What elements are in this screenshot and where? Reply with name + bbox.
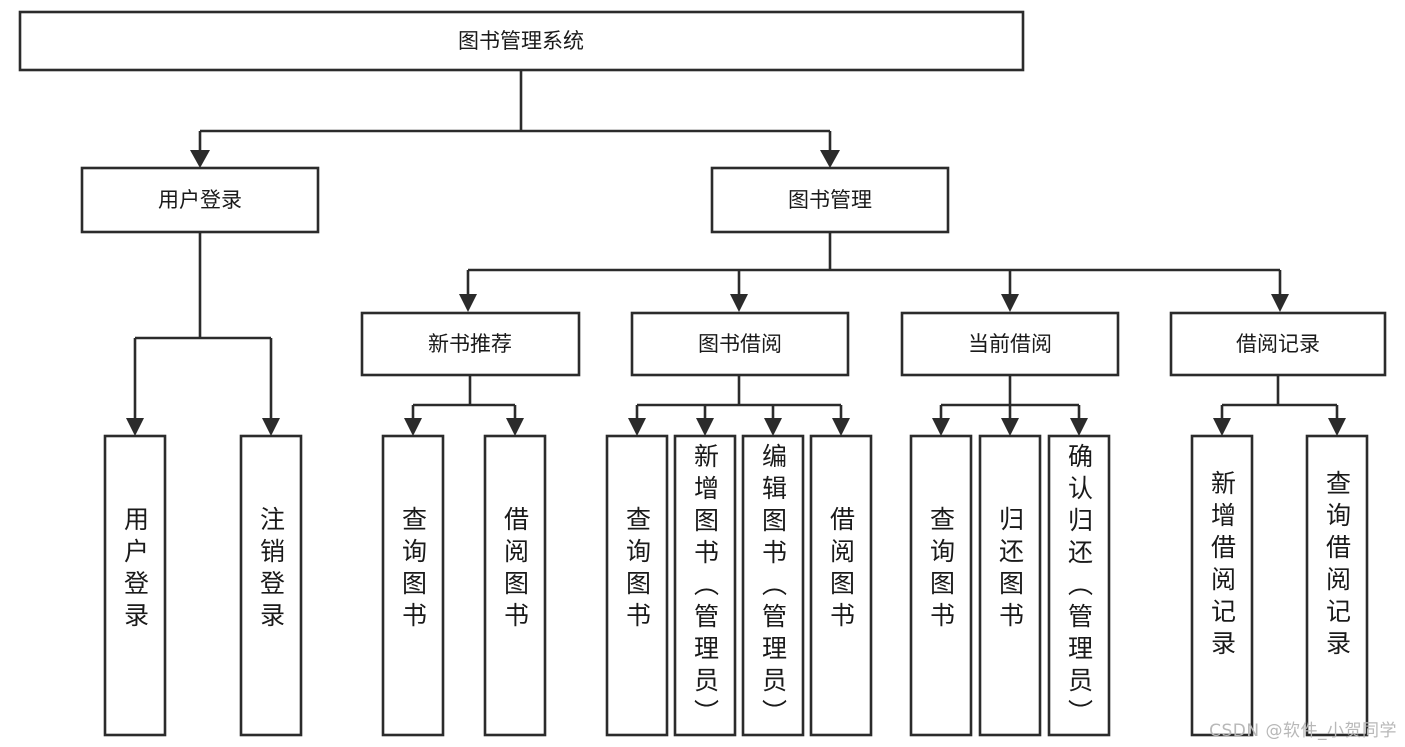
node-current-borrow[interactable]: 当前借阅 bbox=[900, 311, 1120, 377]
node-current-borrow-label: 当前借阅 bbox=[968, 332, 1052, 356]
arrow-book-mgmt-c3 bbox=[1001, 294, 1019, 312]
node-borrow-record-box[interactable] bbox=[1169, 311, 1387, 377]
leaf-box-book-borrow-1[interactable] bbox=[605, 434, 669, 737]
node-book-management-label: 图书管理 bbox=[788, 188, 872, 212]
arrow-book-mgmt-c2 bbox=[730, 294, 748, 312]
leaf-boxes-current-borrow bbox=[909, 434, 1111, 737]
leaf-box-user-login-2[interactable] bbox=[239, 434, 303, 737]
node-new-book-recommend-label: 新书推荐 bbox=[428, 332, 512, 356]
arrow-borrow-record-leaf1 bbox=[1213, 418, 1231, 436]
leaf-box-borrow-record-1[interactable] bbox=[1190, 434, 1254, 737]
node-current-borrow-box[interactable] bbox=[900, 311, 1120, 377]
arrow-book-mgmt-c1 bbox=[459, 294, 477, 312]
leaf-box-current-borrow-3[interactable] bbox=[1047, 434, 1111, 737]
node-root[interactable]: 图书管理系统 bbox=[18, 10, 1025, 72]
node-book-borrow-label: 图书借阅 bbox=[698, 332, 782, 356]
arrow-user-login-leaf1 bbox=[126, 418, 144, 436]
node-root-label: 图书管理系统 bbox=[458, 29, 584, 53]
arrow-book-borrow-leaf4 bbox=[832, 418, 850, 436]
node-user-login[interactable]: 用户登录 bbox=[80, 166, 320, 234]
node-root-box[interactable] bbox=[18, 10, 1025, 72]
arrow-book-borrow-leaf3 bbox=[764, 418, 782, 436]
leaf-box-current-borrow-1[interactable] bbox=[909, 434, 973, 737]
node-user-login-box[interactable] bbox=[80, 166, 320, 234]
leaf-box-book-borrow-4[interactable] bbox=[809, 434, 873, 737]
arrow-user-login-leaf2 bbox=[262, 418, 280, 436]
leaf-box-new-book-1[interactable] bbox=[381, 434, 445, 737]
leaf-box-current-borrow-2[interactable] bbox=[978, 434, 1042, 737]
leaf-box-book-borrow-3[interactable] bbox=[741, 434, 805, 737]
connectors-new-book-to-leaves bbox=[404, 375, 524, 436]
arrow-borrow-record-leaf2 bbox=[1328, 418, 1346, 436]
node-borrow-record-label: 借阅记录 bbox=[1236, 332, 1320, 356]
leaf-box-user-login-1[interactable] bbox=[103, 434, 167, 737]
arrow-book-borrow-leaf2 bbox=[696, 418, 714, 436]
connectors-root-to-level2 bbox=[190, 70, 840, 168]
node-book-borrow-box[interactable] bbox=[630, 311, 850, 377]
arrow-book-mgmt-c4 bbox=[1271, 294, 1289, 312]
arrow-current-borrow-leaf2 bbox=[1001, 418, 1019, 436]
node-borrow-record[interactable]: 借阅记录 bbox=[1169, 311, 1387, 377]
arrow-root-to-book-mgmt bbox=[820, 150, 840, 168]
connectors-borrow-record-to-leaves bbox=[1213, 375, 1346, 436]
arrow-root-to-user-login bbox=[190, 150, 210, 168]
leaf-box-book-borrow-2[interactable] bbox=[673, 434, 737, 737]
arrow-new-book-leaf2 bbox=[506, 418, 524, 436]
connectors-user-login-to-leaves bbox=[126, 232, 280, 436]
arrow-new-book-leaf1 bbox=[404, 418, 422, 436]
leaf-boxes-borrow-record bbox=[1190, 434, 1369, 737]
arrow-book-borrow-leaf1 bbox=[628, 418, 646, 436]
node-new-book-recommend[interactable]: 新书推荐 bbox=[360, 311, 581, 377]
leaf-boxes-user-login bbox=[103, 434, 303, 737]
leaf-boxes-book-borrow bbox=[605, 434, 873, 737]
arrow-current-borrow-leaf1 bbox=[932, 418, 950, 436]
connectors-book-borrow-to-leaves bbox=[628, 375, 850, 436]
node-book-management-box[interactable] bbox=[710, 166, 950, 234]
leaf-box-new-book-2[interactable] bbox=[483, 434, 547, 737]
node-book-borrow[interactable]: 图书借阅 bbox=[630, 311, 850, 377]
connectors-book-mgmt-to-level3 bbox=[459, 232, 1289, 312]
leaf-boxes-new-book-recommend bbox=[381, 434, 547, 737]
connectors-current-borrow-to-leaves bbox=[932, 375, 1088, 436]
node-book-management[interactable]: 图书管理 bbox=[710, 166, 950, 234]
arrow-current-borrow-leaf3 bbox=[1070, 418, 1088, 436]
node-new-book-recommend-box[interactable] bbox=[360, 311, 581, 377]
watermark-text: CSDN @软件_小贺同学 bbox=[1209, 721, 1397, 741]
leaf-box-borrow-record-2[interactable] bbox=[1305, 434, 1369, 737]
node-user-login-label: 用户登录 bbox=[158, 188, 242, 212]
